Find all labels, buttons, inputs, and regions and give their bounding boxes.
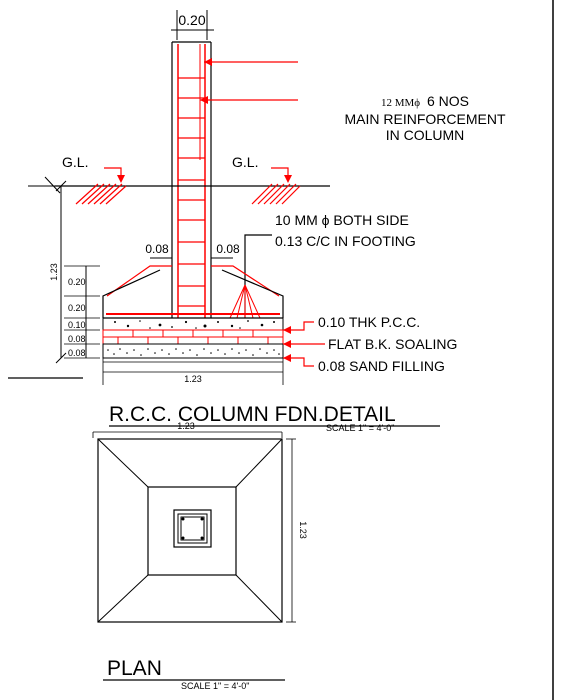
pcc-layer: [102, 317, 284, 331]
total-depth-dimension: 1.23: [49, 180, 67, 364]
footing-bar-callout: 10 MM ϕ BOTH SIDE 0.13 C/C IN FOOTING: [229, 212, 416, 319]
brick-soling-layer: [102, 329, 284, 345]
layer-1-label: 0.20: [68, 277, 86, 287]
sand-filling-layer: [102, 343, 284, 359]
plan-height-label: 1.23: [298, 521, 308, 539]
ground-level: G.L. G.L.: [28, 154, 330, 205]
section-scale: SCALE 1" = 4'-0": [326, 423, 394, 433]
plan-title: PLAN: [107, 657, 162, 680]
rebar-size-text: 12 MMϕ: [381, 97, 420, 109]
offset-right-label: 0.08: [216, 242, 240, 256]
column-width-label: 0.20: [178, 12, 205, 28]
brick-soling-label: FLAT B.K. SOALING: [328, 336, 457, 352]
layer-4-label: 0.08: [68, 334, 86, 344]
section-title: R.C.C. COLUMN FDN.DETAIL: [109, 403, 396, 426]
offset-left-label: 0.08: [145, 242, 169, 256]
footing-bars-label-2: 0.13 C/C IN FOOTING: [275, 233, 416, 249]
footing-outline: [102, 269, 284, 319]
pcc-label: 0.10 THK P.C.C.: [318, 314, 420, 330]
ground-level-right-label: G.L.: [232, 154, 258, 170]
column-rebar: [177, 44, 298, 318]
rebar-count-label: 12 MMϕ 6 NOS: [381, 93, 469, 109]
in-column-label: IN COLUMN: [386, 127, 465, 143]
plan-scale: SCALE 1" = 4'-0": [181, 681, 249, 691]
base-width-label: 1.23: [184, 374, 202, 384]
column: [171, 41, 212, 318]
ground-level-left-label: G.L.: [62, 154, 88, 170]
total-depth-label: 1.23: [49, 263, 59, 281]
offset-dimensions: 0.08 0.08: [106, 242, 280, 297]
column-width-dimension: 0.20: [171, 10, 214, 40]
layer-2-label: 0.20: [68, 303, 86, 313]
layer-callouts: [283, 321, 325, 367]
plan-view: 1.23 1.23: [92, 421, 308, 623]
footing-bars-label-1: 10 MM ϕ BOTH SIDE: [275, 212, 409, 228]
main-reinforcement-label: MAIN REINFORCEMENT: [345, 111, 506, 127]
layer-dimensions: 0.20 0.20 0.10 0.08 0.08: [64, 265, 100, 359]
layer-3-label: 0.10: [68, 320, 86, 330]
plan-width-label: 1.23: [177, 421, 195, 431]
base-width-dimension: 1.23: [102, 358, 284, 385]
layer-5-label: 0.08: [68, 348, 86, 358]
sand-filling-label: 0.08 SAND FILLING: [318, 358, 445, 374]
rebar-count-text: 6 NOS: [427, 93, 469, 109]
